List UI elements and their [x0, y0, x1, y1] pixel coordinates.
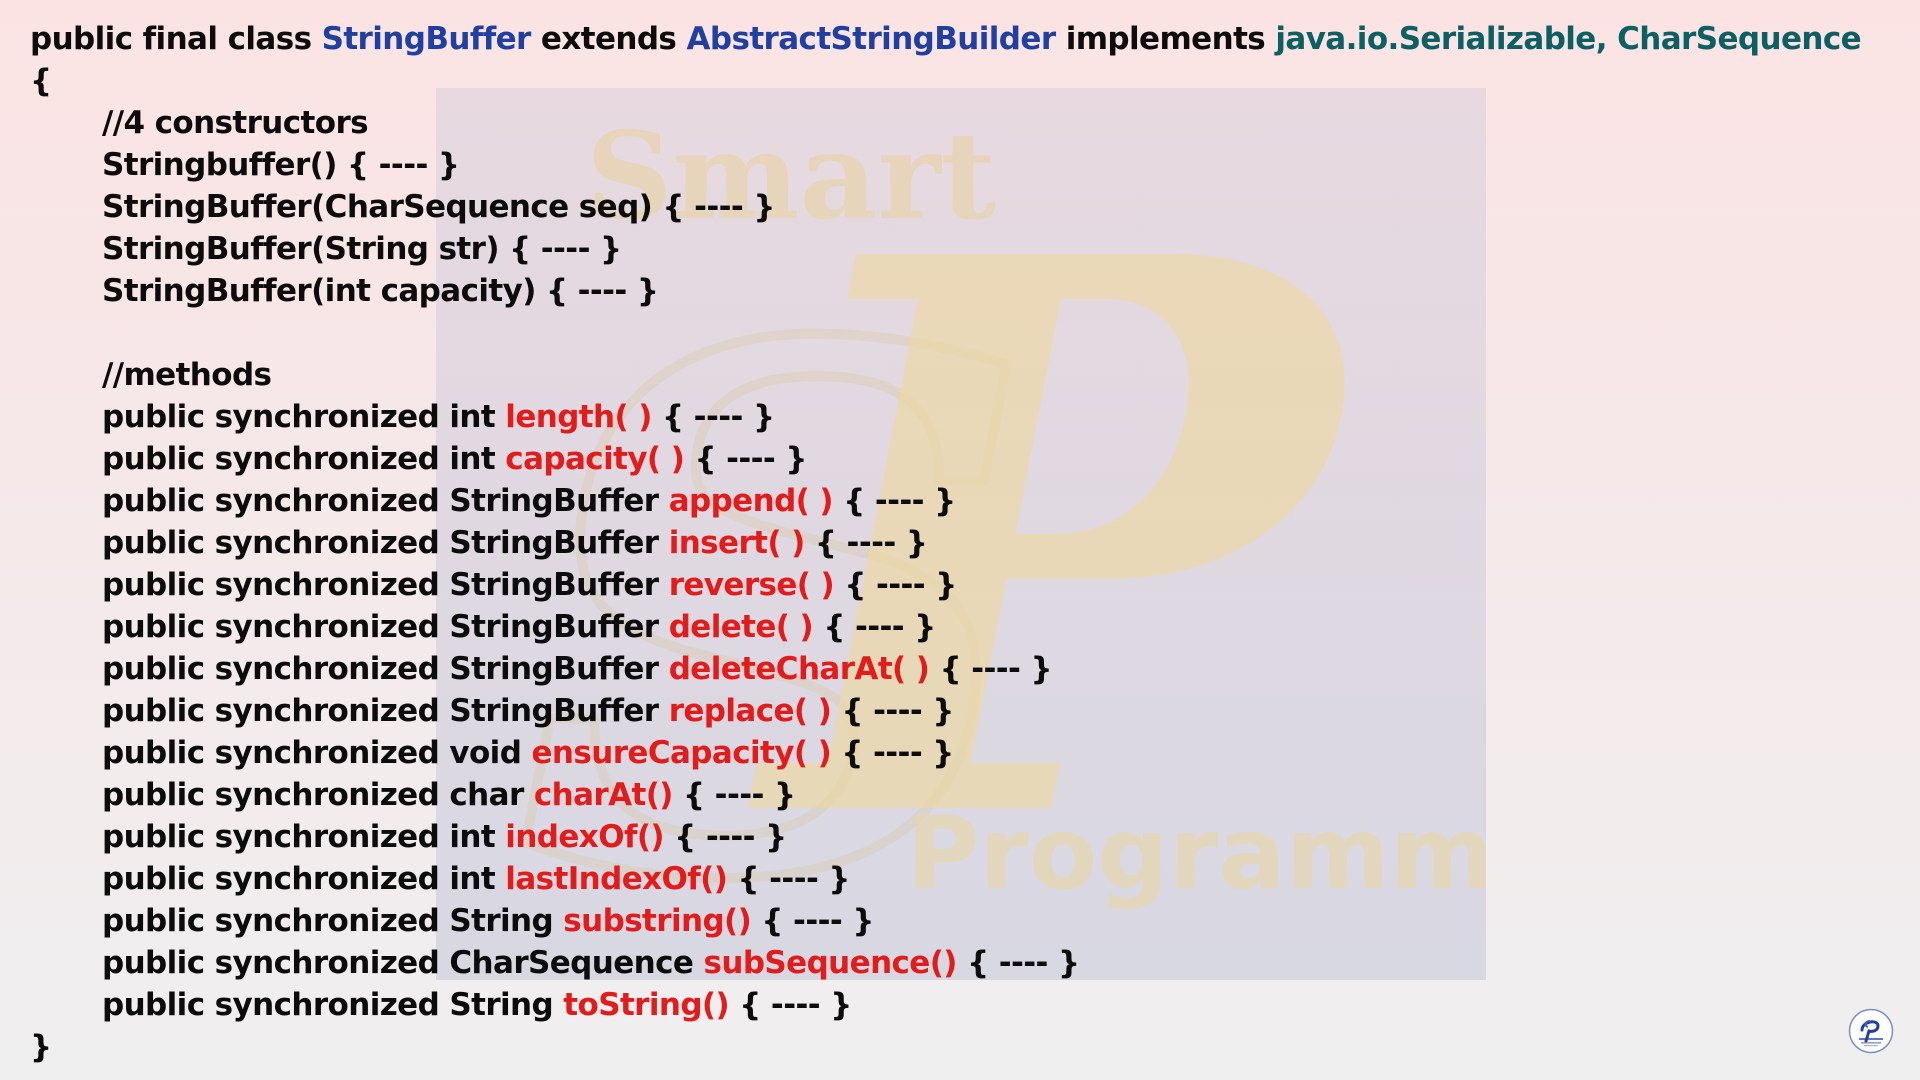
- interfaces: java.io.Serializable, CharSequence: [1275, 21, 1862, 57]
- method-line: public synchronized int capacity( ) { --…: [30, 438, 1880, 480]
- method-line: public synchronized StringBuffer append(…: [30, 480, 1880, 522]
- method-name: lastIndexOf(): [505, 861, 728, 897]
- method-body: { ---- }: [804, 525, 928, 561]
- code-block: public final class StringBuffer extends …: [30, 18, 1880, 1068]
- method-line: public synchronized StringBuffer reverse…: [30, 564, 1880, 606]
- class-modifiers: public final class: [30, 21, 322, 57]
- watermark-letter: P: [742, 95, 1360, 980]
- method-signature: public synchronized int: [102, 819, 506, 855]
- method-body: { ---- }: [813, 609, 936, 645]
- method-line: public synchronized StringBuffer deleteC…: [30, 648, 1880, 690]
- method-name: insert( ): [668, 525, 806, 561]
- method-line: public synchronized void ensureCapacity(…: [30, 732, 1880, 774]
- watermark-bottom-text: Programming: [906, 795, 1486, 912]
- method-signature: public synchronized StringBuffer: [102, 651, 669, 687]
- method-body: { ---- }: [831, 693, 954, 729]
- methods-comment: //methods: [102, 357, 272, 393]
- method-signature: public synchronized String: [102, 903, 564, 939]
- method-line: public synchronized int lastIndexOf() { …: [30, 858, 1880, 900]
- method-body: { ---- }: [651, 399, 775, 435]
- method-body: { ---- }: [663, 819, 787, 855]
- method-signature: public synchronized String: [102, 987, 564, 1023]
- method-name: subSequence(): [703, 945, 958, 981]
- close-brace: }: [30, 1029, 52, 1065]
- method-line: public synchronized StringBuffer delete(…: [30, 606, 1880, 648]
- watermark-top-text: Smart: [586, 106, 996, 247]
- method-line: public synchronized int length( ) { ----…: [30, 396, 1880, 438]
- method-signature: public synchronized StringBuffer: [102, 483, 669, 519]
- implements-keyword: implements: [1055, 21, 1276, 57]
- method-line: public synchronized CharSequence subSequ…: [30, 942, 1880, 984]
- class-declaration: public final class StringBuffer extends …: [30, 18, 1880, 60]
- method-line: public synchronized String substring() {…: [30, 900, 1880, 942]
- smart-programming-watermark: Smart S P Programming: [436, 88, 1486, 980]
- method-signature: public synchronized int: [102, 441, 506, 477]
- constructor-line: StringBuffer(int capacity) { ---- }: [102, 273, 659, 309]
- method-body: { ---- }: [833, 483, 956, 519]
- method-line: public synchronized int indexOf() { ----…: [30, 816, 1880, 858]
- smart-programming-logo-icon: [1848, 1008, 1894, 1054]
- method-signature: public synchronized StringBuffer: [102, 567, 669, 603]
- method-name: substring(): [563, 903, 752, 939]
- method-body: { ---- }: [831, 735, 954, 771]
- method-name: charAt(): [533, 777, 674, 813]
- open-brace: {: [30, 63, 52, 99]
- method-name: indexOf(): [505, 819, 664, 855]
- method-line: public synchronized char charAt() { ----…: [30, 774, 1880, 816]
- method-name: reverse( ): [668, 567, 835, 603]
- method-body: { ---- }: [672, 777, 796, 813]
- method-body: { ---- }: [751, 903, 874, 939]
- method-signature: public synchronized char: [102, 777, 534, 813]
- class-name: StringBuffer: [321, 21, 532, 57]
- svg-text:S: S: [516, 192, 1036, 980]
- method-body: { ---- }: [684, 441, 807, 477]
- method-body: { ---- }: [729, 987, 852, 1023]
- watermark-logo-icon: Smart S P Programming: [511, 95, 1486, 980]
- method-name: delete( ): [668, 609, 814, 645]
- parent-class: AbstractStringBuilder: [686, 21, 1056, 57]
- constructor-line: Stringbuffer() { ---- }: [102, 147, 460, 183]
- constructors-comment: //4 constructors: [102, 105, 369, 141]
- method-signature: public synchronized StringBuffer: [102, 525, 669, 561]
- method-name: replace( ): [668, 693, 832, 729]
- method-name: append( ): [668, 483, 834, 519]
- method-line: public synchronized StringBuffer insert(…: [30, 522, 1880, 564]
- method-signature: public synchronized int: [102, 399, 506, 435]
- method-line: public synchronized StringBuffer replace…: [30, 690, 1880, 732]
- method-name: ensureCapacity( ): [531, 735, 832, 771]
- method-signature: public synchronized StringBuffer: [102, 609, 669, 645]
- method-body: { ---- }: [834, 567, 957, 603]
- method-body: { ---- }: [956, 945, 1080, 981]
- method-line: public synchronized String toString() { …: [30, 984, 1880, 1026]
- method-signature: public synchronized int: [102, 861, 506, 897]
- method-signature: public synchronized StringBuffer: [102, 693, 669, 729]
- blank-line: [30, 312, 1880, 354]
- method-signature: public synchronized CharSequence: [102, 945, 704, 981]
- method-body: { ---- }: [929, 651, 1053, 687]
- constructor-line: StringBuffer(CharSequence seq) { ---- }: [102, 189, 775, 225]
- method-body: { ---- }: [727, 861, 851, 897]
- method-name: deleteCharAt( ): [668, 651, 930, 687]
- method-name: capacity( ): [505, 441, 685, 477]
- extends-keyword: extends: [530, 21, 687, 57]
- constructor-line: StringBuffer(String str) { ---- }: [102, 231, 622, 267]
- method-signature: public synchronized void: [102, 735, 532, 771]
- method-name: length( ): [505, 399, 652, 435]
- method-name: toString(): [563, 987, 730, 1023]
